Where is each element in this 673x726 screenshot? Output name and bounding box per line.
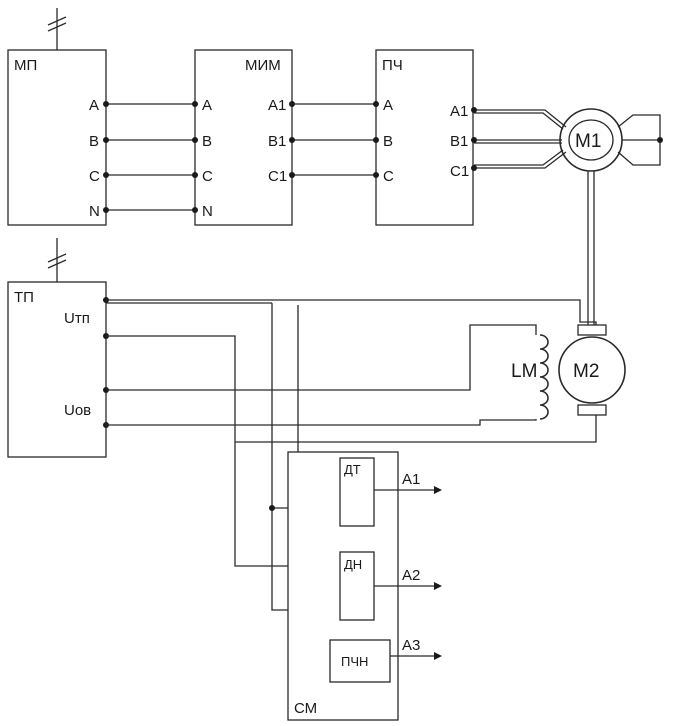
mp-terminal-n: N	[89, 203, 100, 220]
sm-output-arrows	[374, 486, 442, 660]
lm-inductor	[539, 334, 549, 420]
mp-terminal-a: A	[89, 97, 99, 114]
sm-output-a3: A3	[402, 637, 420, 654]
mp-supply-feed	[47, 8, 67, 50]
m1-motor	[559, 108, 663, 325]
pchn-label: ПЧН	[341, 654, 368, 669]
tp-label: ТП	[14, 289, 34, 306]
mp-terminal-dots	[103, 101, 198, 213]
mim-pch-bus	[289, 101, 379, 178]
pchn-block	[329, 639, 391, 683]
tp-armature-voltage: Uтп	[64, 310, 90, 327]
pch-m1-feed	[471, 107, 567, 171]
mim-out-a1: A1	[268, 97, 286, 114]
pch-out-c1: C1	[450, 163, 469, 180]
mp-label: МП	[14, 57, 37, 74]
mp-terminal-c: C	[89, 168, 100, 185]
pch-in-c: C	[383, 168, 394, 185]
m2-label: M2	[573, 361, 599, 382]
mim-in-n: N	[202, 203, 213, 220]
mp-terminal-b: B	[89, 133, 99, 150]
m1-label: M1	[575, 131, 601, 152]
sm-output-a2: A2	[402, 567, 420, 584]
tp-block	[7, 281, 107, 458]
mim-in-b: B	[202, 133, 212, 150]
mim-in-a: A	[202, 97, 212, 114]
tp-supply-feed	[47, 238, 67, 282]
mim-in-c: C	[202, 168, 213, 185]
mim-out-b1: B1	[268, 133, 286, 150]
pch-in-b: B	[383, 133, 393, 150]
dt-label: ДТ	[344, 462, 361, 477]
lm-label: LM	[511, 361, 537, 382]
pch-in-a: A	[383, 97, 393, 114]
pch-out-b1: B1	[450, 133, 468, 150]
dn-label: ДН	[344, 557, 362, 572]
dt-block	[339, 457, 375, 527]
pch-label: ПЧ	[382, 57, 403, 74]
pch-out-a1: A1	[450, 103, 468, 120]
mp-mim-bus	[106, 103, 195, 211]
tp-field-voltage: Uов	[64, 402, 91, 419]
dn-block	[339, 551, 375, 621]
mim-label: МИМ	[245, 57, 281, 74]
mp-block	[7, 49, 107, 226]
sm-output-a1: A1	[402, 471, 420, 488]
tp-wiring	[106, 299, 597, 611]
mim-out-c1: C1	[268, 168, 287, 185]
m2-motor	[558, 324, 626, 416]
sm-label: СМ	[294, 700, 317, 717]
